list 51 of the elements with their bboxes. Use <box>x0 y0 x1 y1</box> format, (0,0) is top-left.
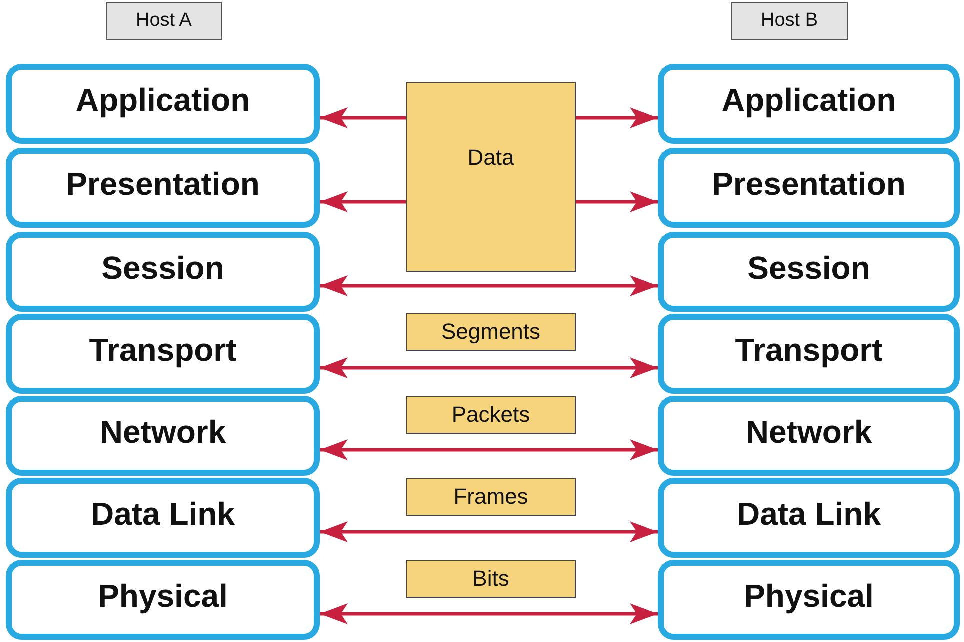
double-arrow <box>320 358 658 378</box>
layer-box <box>6 232 320 312</box>
double-arrow <box>320 108 406 128</box>
node-text: Data Link <box>736 496 882 532</box>
data-unit-box <box>406 396 576 434</box>
double-arrow <box>320 440 658 460</box>
host-label-box <box>731 2 848 40</box>
node-text: Network <box>746 414 872 450</box>
double-arrow <box>320 604 658 624</box>
layer-box <box>6 314 320 394</box>
double-arrow <box>576 192 658 212</box>
node-text: Physical <box>98 578 228 614</box>
node-text: Session <box>102 250 224 286</box>
layer-box <box>6 478 320 558</box>
node-text: Data Link <box>90 496 236 532</box>
node-text: Segments <box>441 319 541 345</box>
data-unit-box <box>406 478 576 516</box>
node-text: Data <box>468 145 514 171</box>
node-text: Frames <box>454 484 528 510</box>
node-text: Packets <box>452 402 530 428</box>
data-unit-box <box>406 82 576 272</box>
layer-box <box>658 232 960 312</box>
node-text: Physical <box>744 578 874 614</box>
layer-box <box>6 560 320 640</box>
double-arrow <box>320 276 658 296</box>
node-text: Application <box>722 82 896 118</box>
layer-box <box>658 560 960 640</box>
data-unit-box <box>406 560 576 598</box>
layer-box <box>658 64 960 144</box>
node-text: Bits <box>472 566 510 592</box>
node-text: Session <box>748 250 870 286</box>
double-arrow <box>576 108 658 128</box>
layer-box <box>658 314 960 394</box>
node-text: Transport <box>735 332 883 368</box>
host-label-box <box>106 2 222 40</box>
node-text: Application <box>76 82 250 118</box>
layer-box <box>658 478 960 558</box>
node-text: Transport <box>89 332 237 368</box>
node-text: Network <box>100 414 226 450</box>
double-arrow <box>320 192 406 212</box>
node-text: Presentation <box>66 166 260 202</box>
layer-box <box>6 148 320 228</box>
data-unit-box <box>406 313 576 351</box>
node-text: Host A <box>136 10 192 32</box>
node-text: Host B <box>760 10 818 32</box>
layer-box <box>6 64 320 144</box>
layer-box <box>658 148 960 228</box>
layer-box <box>658 396 960 476</box>
layer-box <box>6 396 320 476</box>
double-arrow <box>320 522 658 542</box>
node-text: Presentation <box>712 166 906 202</box>
